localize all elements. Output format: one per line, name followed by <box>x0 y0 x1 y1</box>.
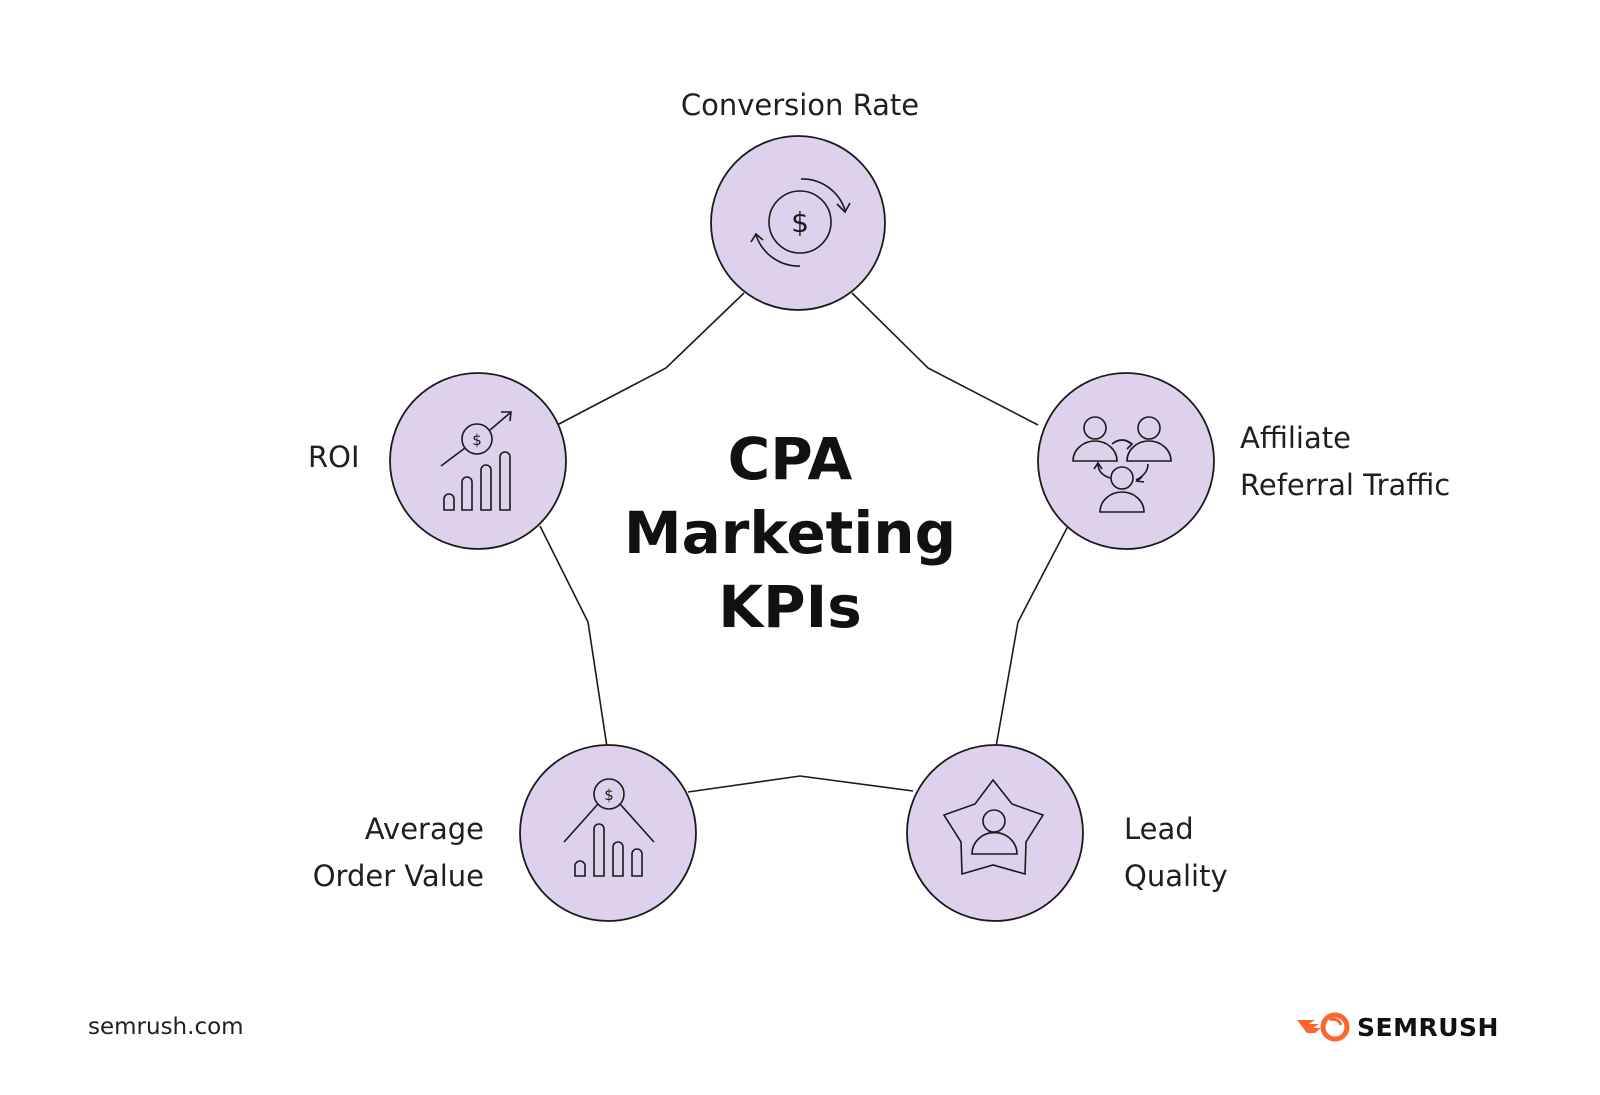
semrush-logo: SEMRUSH <box>1295 1012 1499 1042</box>
semrush-wordmark: SEMRUSH <box>1357 1012 1499 1042</box>
connector-affiliate-lead <box>995 525 1069 748</box>
label-lead-quality-line-2: Quality <box>1124 859 1228 893</box>
label-affiliate-referral-traffic: Affiliate Referral Traffic <box>1240 415 1450 509</box>
connector-lines <box>539 292 1069 793</box>
label-aov-line-2: Order Value <box>312 859 484 893</box>
connector-conversion-roi <box>556 292 745 426</box>
semrush-flame-icon <box>1297 1012 1350 1042</box>
label-affiliate-line-2: Referral Traffic <box>1240 468 1451 502</box>
connector-conversion-affiliate <box>851 292 1039 426</box>
svg-text:$: $ <box>791 206 809 239</box>
label-roi: ROI <box>308 434 360 481</box>
footer-url: semrush.com <box>88 1014 244 1040</box>
node-roi: $ <box>389 372 567 550</box>
node-lead-quality <box>906 744 1084 922</box>
connector-aov-roi <box>539 525 608 748</box>
label-aov-line-1: Average <box>364 812 484 846</box>
growth-chart-dollar-icon: $ <box>440 411 512 511</box>
label-lead-quality: Lead Quality <box>1124 806 1228 900</box>
label-affiliate-line-1: Affiliate <box>1240 421 1351 455</box>
dollar-bar-chart-icon: $ <box>563 778 655 877</box>
star-person-icon <box>942 778 1045 876</box>
node-average-order-value: $ <box>519 744 697 922</box>
node-conversion-rate: $ <box>710 135 886 311</box>
node-affiliate-referral-traffic <box>1037 372 1215 550</box>
page-title: CPA Marketing KPIs <box>600 422 980 644</box>
svg-text:$: $ <box>604 786 614 804</box>
title-line-1: CPA <box>727 425 853 493</box>
label-conversion-rate-line-1: Conversion Rate <box>680 88 920 122</box>
people-referral-icon <box>1072 416 1172 513</box>
svg-text:$: $ <box>472 431 482 449</box>
dollar-cycle-icon: $ <box>750 178 851 267</box>
label-average-order-value: Average Order Value <box>240 806 484 900</box>
title-line-3: KPIs <box>718 573 862 641</box>
label-lead-quality-line-1: Lead <box>1124 812 1194 846</box>
title-line-2: Marketing <box>623 499 957 567</box>
label-conversion-rate: Conversion Rate <box>0 82 1600 129</box>
connector-lead-aov <box>687 775 914 793</box>
label-roi-line-1: ROI <box>308 440 360 474</box>
